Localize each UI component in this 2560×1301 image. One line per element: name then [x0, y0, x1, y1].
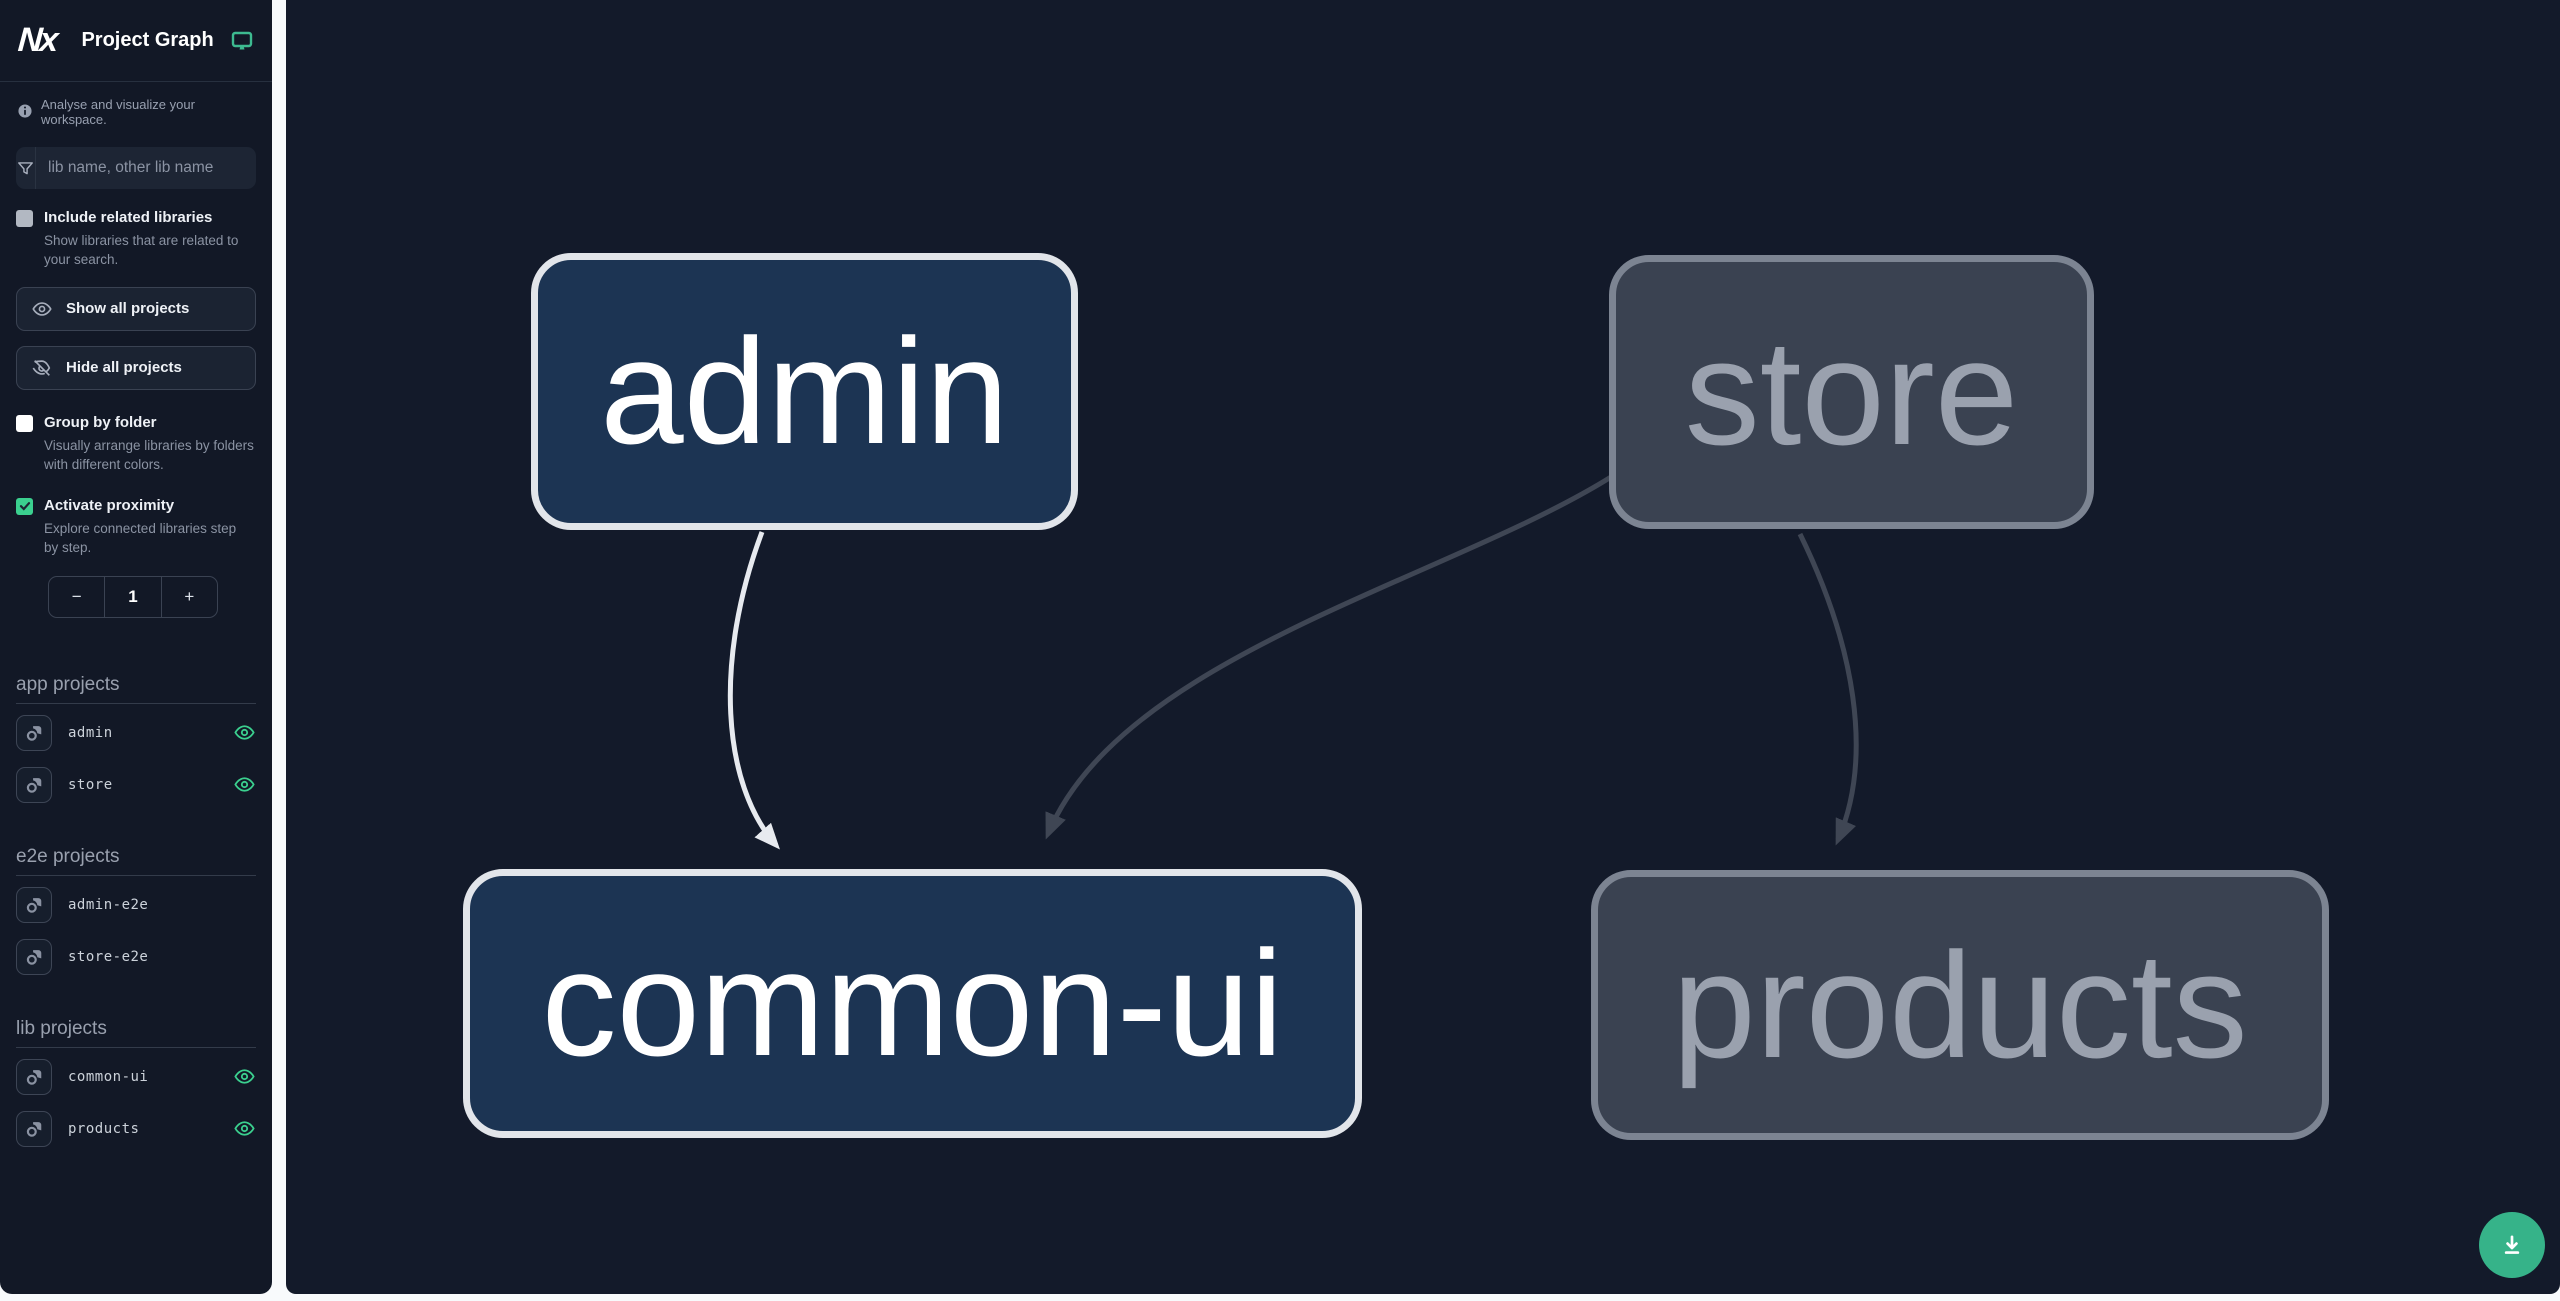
tagline-text: Analyse and visualize your workspace.	[41, 97, 195, 127]
section-lib-projects: lib projects common-ui	[0, 1018, 272, 1152]
focus-icon	[26, 725, 42, 741]
graph-node-products[interactable]: products	[1591, 870, 2329, 1140]
eye-off-icon	[31, 357, 53, 379]
section-e2e-projects: e2e projects admin-e2e store-e2e	[0, 846, 272, 980]
nx-logo: Nx	[16, 21, 57, 59]
visibility-eye-icon[interactable]	[233, 1065, 256, 1088]
project-row-admin-e2e: admin-e2e	[0, 882, 272, 928]
option-description: Visually arrange libraries by folders wi…	[44, 437, 254, 473]
visibility-eye-icon[interactable]	[233, 1117, 256, 1140]
stepper-value: 1	[128, 586, 138, 606]
group-by-folder-checkbox[interactable]	[16, 414, 33, 432]
option-label: Group by folder	[44, 413, 157, 431]
dependency-edges	[727, 474, 1859, 850]
focus-project-button[interactable]	[16, 714, 52, 751]
visibility-eye-icon[interactable]	[233, 721, 256, 744]
option-description: Explore connected libraries step by step…	[44, 520, 237, 556]
section-title: e2e projects	[16, 846, 256, 876]
focus-icon	[26, 897, 42, 913]
panel-divider	[272, 0, 286, 1294]
edge-store-common-ui	[1045, 474, 1613, 840]
download-graph-button[interactable]	[2479, 1212, 2545, 1278]
include-related-checkbox[interactable]	[16, 210, 33, 227]
project-row-common-ui: common-ui	[0, 1054, 272, 1100]
section-app-projects: app projects admin	[0, 674, 272, 808]
visibility-eye-icon[interactable]	[233, 773, 256, 796]
graph-canvas[interactable]: admin store common-ui products	[286, 0, 2560, 1294]
tagline: Analyse and visualize your workspace.	[0, 82, 272, 131]
project-row-admin: admin	[0, 710, 272, 756]
project-name[interactable]: products	[68, 1120, 140, 1137]
node-label: common-ui	[541, 919, 1284, 1087]
graph-node-admin[interactable]: admin	[531, 253, 1078, 530]
node-label: admin	[600, 307, 1009, 475]
graph-node-store[interactable]: store	[1609, 255, 2094, 529]
proximity-stepper: − 1 +	[48, 575, 218, 618]
focus-icon	[26, 1069, 42, 1085]
option-activate-proximity[interactable]: Activate proximity Explore connected lib…	[0, 483, 272, 560]
project-name[interactable]: admin-e2e	[68, 896, 149, 913]
focus-icon	[26, 1121, 42, 1137]
hide-all-projects-button[interactable]: Hide all projects	[16, 345, 256, 390]
option-group-by-folder[interactable]: Group by folder Visually arrange librari…	[0, 400, 272, 477]
activate-proximity-checkbox[interactable]	[16, 497, 33, 515]
project-row-products: products	[0, 1106, 272, 1152]
filter-funnel-icon	[16, 147, 36, 189]
focus-project-button[interactable]	[16, 1058, 52, 1095]
project-row-store: store	[0, 762, 272, 808]
button-label: Show all projects	[66, 300, 190, 318]
stepper-increment-button[interactable]: +	[160, 576, 217, 617]
option-include-related[interactable]: Include related libraries Show libraries…	[0, 195, 272, 272]
download-icon	[2504, 1235, 2520, 1254]
edge-admin-common-ui	[727, 531, 780, 850]
sidebar: Nx Project Graph Analyse and visualize y…	[0, 0, 272, 1294]
edge-store-products	[1797, 532, 1859, 846]
focus-project-button[interactable]	[16, 886, 52, 923]
project-name[interactable]: common-ui	[68, 1068, 149, 1085]
option-description: Show libraries that are related to your …	[44, 232, 239, 268]
page-title: Project Graph	[81, 29, 214, 51]
eye-icon	[31, 298, 53, 320]
button-label: Hide all projects	[66, 359, 182, 377]
project-name[interactable]: store	[68, 776, 113, 793]
section-title: app projects	[16, 674, 256, 704]
node-label: store	[1684, 307, 2019, 476]
focus-project-button[interactable]	[16, 766, 52, 803]
monitor-icon[interactable]	[230, 29, 254, 53]
stepper-decrement-button[interactable]: −	[49, 576, 106, 617]
brand-header: Nx Project Graph	[0, 0, 272, 82]
project-name[interactable]: store-e2e	[68, 948, 149, 965]
show-all-projects-button[interactable]: Show all projects	[16, 286, 256, 331]
check-icon	[19, 502, 30, 511]
section-title: lib projects	[16, 1018, 256, 1048]
search-box	[16, 147, 256, 189]
project-name[interactable]: admin	[68, 724, 113, 741]
option-label: Activate proximity	[44, 496, 175, 514]
graph-node-common-ui[interactable]: common-ui	[463, 869, 1362, 1138]
node-label: products	[1672, 920, 2248, 1089]
focus-project-button[interactable]	[16, 1110, 52, 1147]
info-icon	[18, 103, 32, 121]
focus-icon	[26, 949, 42, 965]
search-input[interactable]	[36, 147, 256, 189]
focus-icon	[26, 777, 42, 793]
project-row-store-e2e: store-e2e	[0, 934, 272, 980]
focus-project-button[interactable]	[16, 938, 52, 975]
option-label: Include related libraries	[44, 209, 213, 226]
